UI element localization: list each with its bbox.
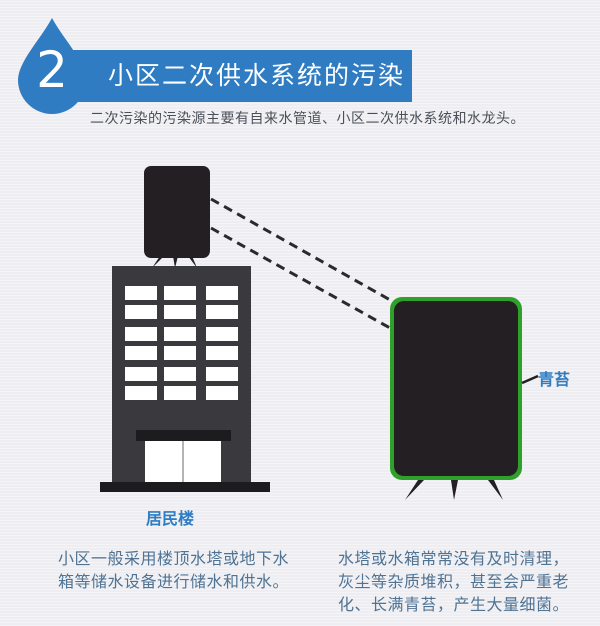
section-number: 2: [36, 41, 68, 99]
moss-label: 青苔: [538, 370, 571, 389]
moss-covered-water-tank-icon: [390, 297, 539, 500]
page-title: 小区二次供水系统的污染: [108, 61, 406, 90]
description-right: 水塔或水箱常常没有及时清理， 灰尘等杂质堆积，甚至会严重老 化、长满青苔，产生大…: [338, 547, 588, 616]
description-right-line: 水塔或水箱常常没有及时清理，: [338, 549, 570, 568]
title-banner: [40, 50, 412, 102]
water-drop-icon: [18, 18, 86, 114]
description-right-line: 灰尘等杂质堆积，甚至会严重老: [338, 572, 570, 591]
dashed-connector-lines: [210, 197, 393, 330]
description-left: 小区一般采用楼顶水塔或地下水 箱等储水设备进行储水和供水。: [58, 547, 318, 593]
description-left-line: 小区一般采用楼顶水塔或地下水: [58, 549, 290, 568]
description-left-line: 箱等储水设备进行储水和供水。: [58, 572, 290, 591]
rooftop-water-tank-icon: [144, 166, 210, 268]
building-windows: [125, 286, 238, 400]
subtitle: 二次污染的污染源主要有自来水管道、小区二次供水系统和水龙头。: [90, 111, 525, 127]
building-label: 居民楼: [146, 509, 195, 528]
description-right-line: 化、长满青苔，产生大量细菌。: [338, 595, 570, 614]
residential-building-icon: [100, 266, 270, 492]
